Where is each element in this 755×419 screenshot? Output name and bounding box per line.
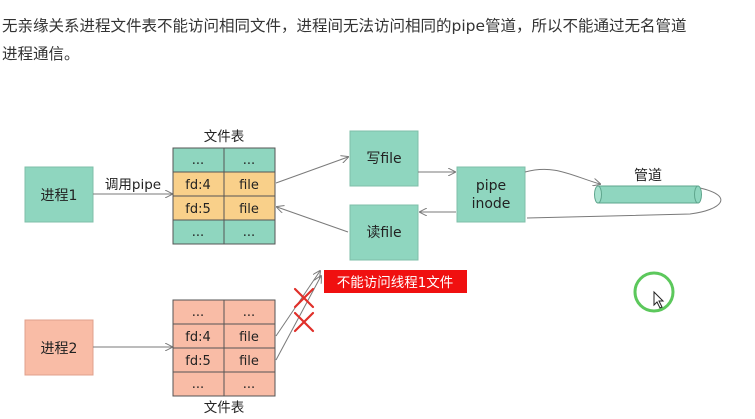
top-row-1-right xyxy=(223,147,276,173)
pipe-cylinder xyxy=(594,185,702,204)
top-row-4-left xyxy=(172,219,225,245)
description-paragraph: 无亲缘关系进程文件表不能访问相同文件，进程间无法访问相同的pipe管道，所以不能… xyxy=(2,12,742,68)
process2-box xyxy=(24,319,94,376)
file-table-top-title: 文件表 xyxy=(204,129,245,145)
read-file-box xyxy=(349,204,419,261)
process1-label: 进程1 xyxy=(41,188,78,204)
bottom-row-4-right xyxy=(223,371,276,397)
cannot-access-badge xyxy=(324,270,467,293)
top-cell-1-2: ... xyxy=(243,153,255,168)
arrow-from-read-file xyxy=(277,207,349,233)
top-cell-3-2: file xyxy=(239,202,259,217)
cross-icon xyxy=(293,287,315,309)
write-file-label: 写file xyxy=(366,151,401,167)
bottom-row-3-left xyxy=(172,347,225,373)
file-table-bottom: ... ... fd:4 file fd:5 file ... ... xyxy=(172,299,276,397)
top-cell-2-2: file xyxy=(239,178,259,193)
mouse-pointer-icon xyxy=(653,290,665,309)
pipe-inode-label-line1: pipe xyxy=(476,178,506,194)
bottom-cell-4-2: ... xyxy=(243,377,255,392)
file-table-bottom-title: 文件表 xyxy=(204,400,245,416)
top-cell-1-1: ... xyxy=(192,153,204,168)
top-cell-4-2: ... xyxy=(243,225,255,240)
bottom-cell-4-1: ... xyxy=(192,377,204,392)
bottom-cell-3-2: file xyxy=(239,354,259,369)
bottom-cell-1-2: ... xyxy=(243,305,255,320)
process1-box xyxy=(24,166,94,223)
write-file-box xyxy=(349,130,419,187)
bottom-cell-3-1: fd:5 xyxy=(185,354,210,369)
description-line-2: 进程通信。 xyxy=(2,45,80,63)
top-cell-3-1: fd:5 xyxy=(185,202,210,217)
arrow-to-write-file xyxy=(275,157,348,184)
arrow-pipe-back-to-inode xyxy=(526,187,722,219)
bottom-row-3-right xyxy=(223,347,276,373)
read-file-label: 读file xyxy=(366,224,401,241)
top-row-2-right xyxy=(223,171,276,197)
process2-label: 进程2 xyxy=(41,341,78,357)
pipe-inode-label-line2: inode xyxy=(472,196,511,212)
bottom-row-1-right xyxy=(223,299,276,325)
pipe-label: 管道 xyxy=(634,168,662,184)
bottom-cell-2-2: file xyxy=(239,330,259,345)
top-cell-4-1: ... xyxy=(192,225,204,240)
file-table-top: ... ... fd:4 file fd:5 file ... ... xyxy=(172,147,276,245)
bottom-cell-1-1: ... xyxy=(192,305,204,320)
bottom-row-1-left xyxy=(172,299,225,325)
bottom-cell-2-1: fd:4 xyxy=(185,330,210,345)
call-pipe-label: 调用pipe xyxy=(105,177,161,193)
top-cell-2-1: fd:4 xyxy=(185,178,210,193)
top-row-4-right xyxy=(223,219,276,245)
cross-icon xyxy=(293,311,315,333)
bottom-row-2-right xyxy=(223,323,276,349)
top-row-3-right xyxy=(223,195,276,221)
description-line-1: 无亲缘关系进程文件表不能访问相同文件，进程间无法访问相同的pipe管道，所以不能… xyxy=(2,17,687,35)
arrow-inode-to-pipe xyxy=(524,168,600,184)
cannot-access-label: 不能访问线程1文件 xyxy=(337,275,454,291)
cursor-highlight-ring xyxy=(633,271,675,313)
pipe-inode-box xyxy=(456,166,526,223)
